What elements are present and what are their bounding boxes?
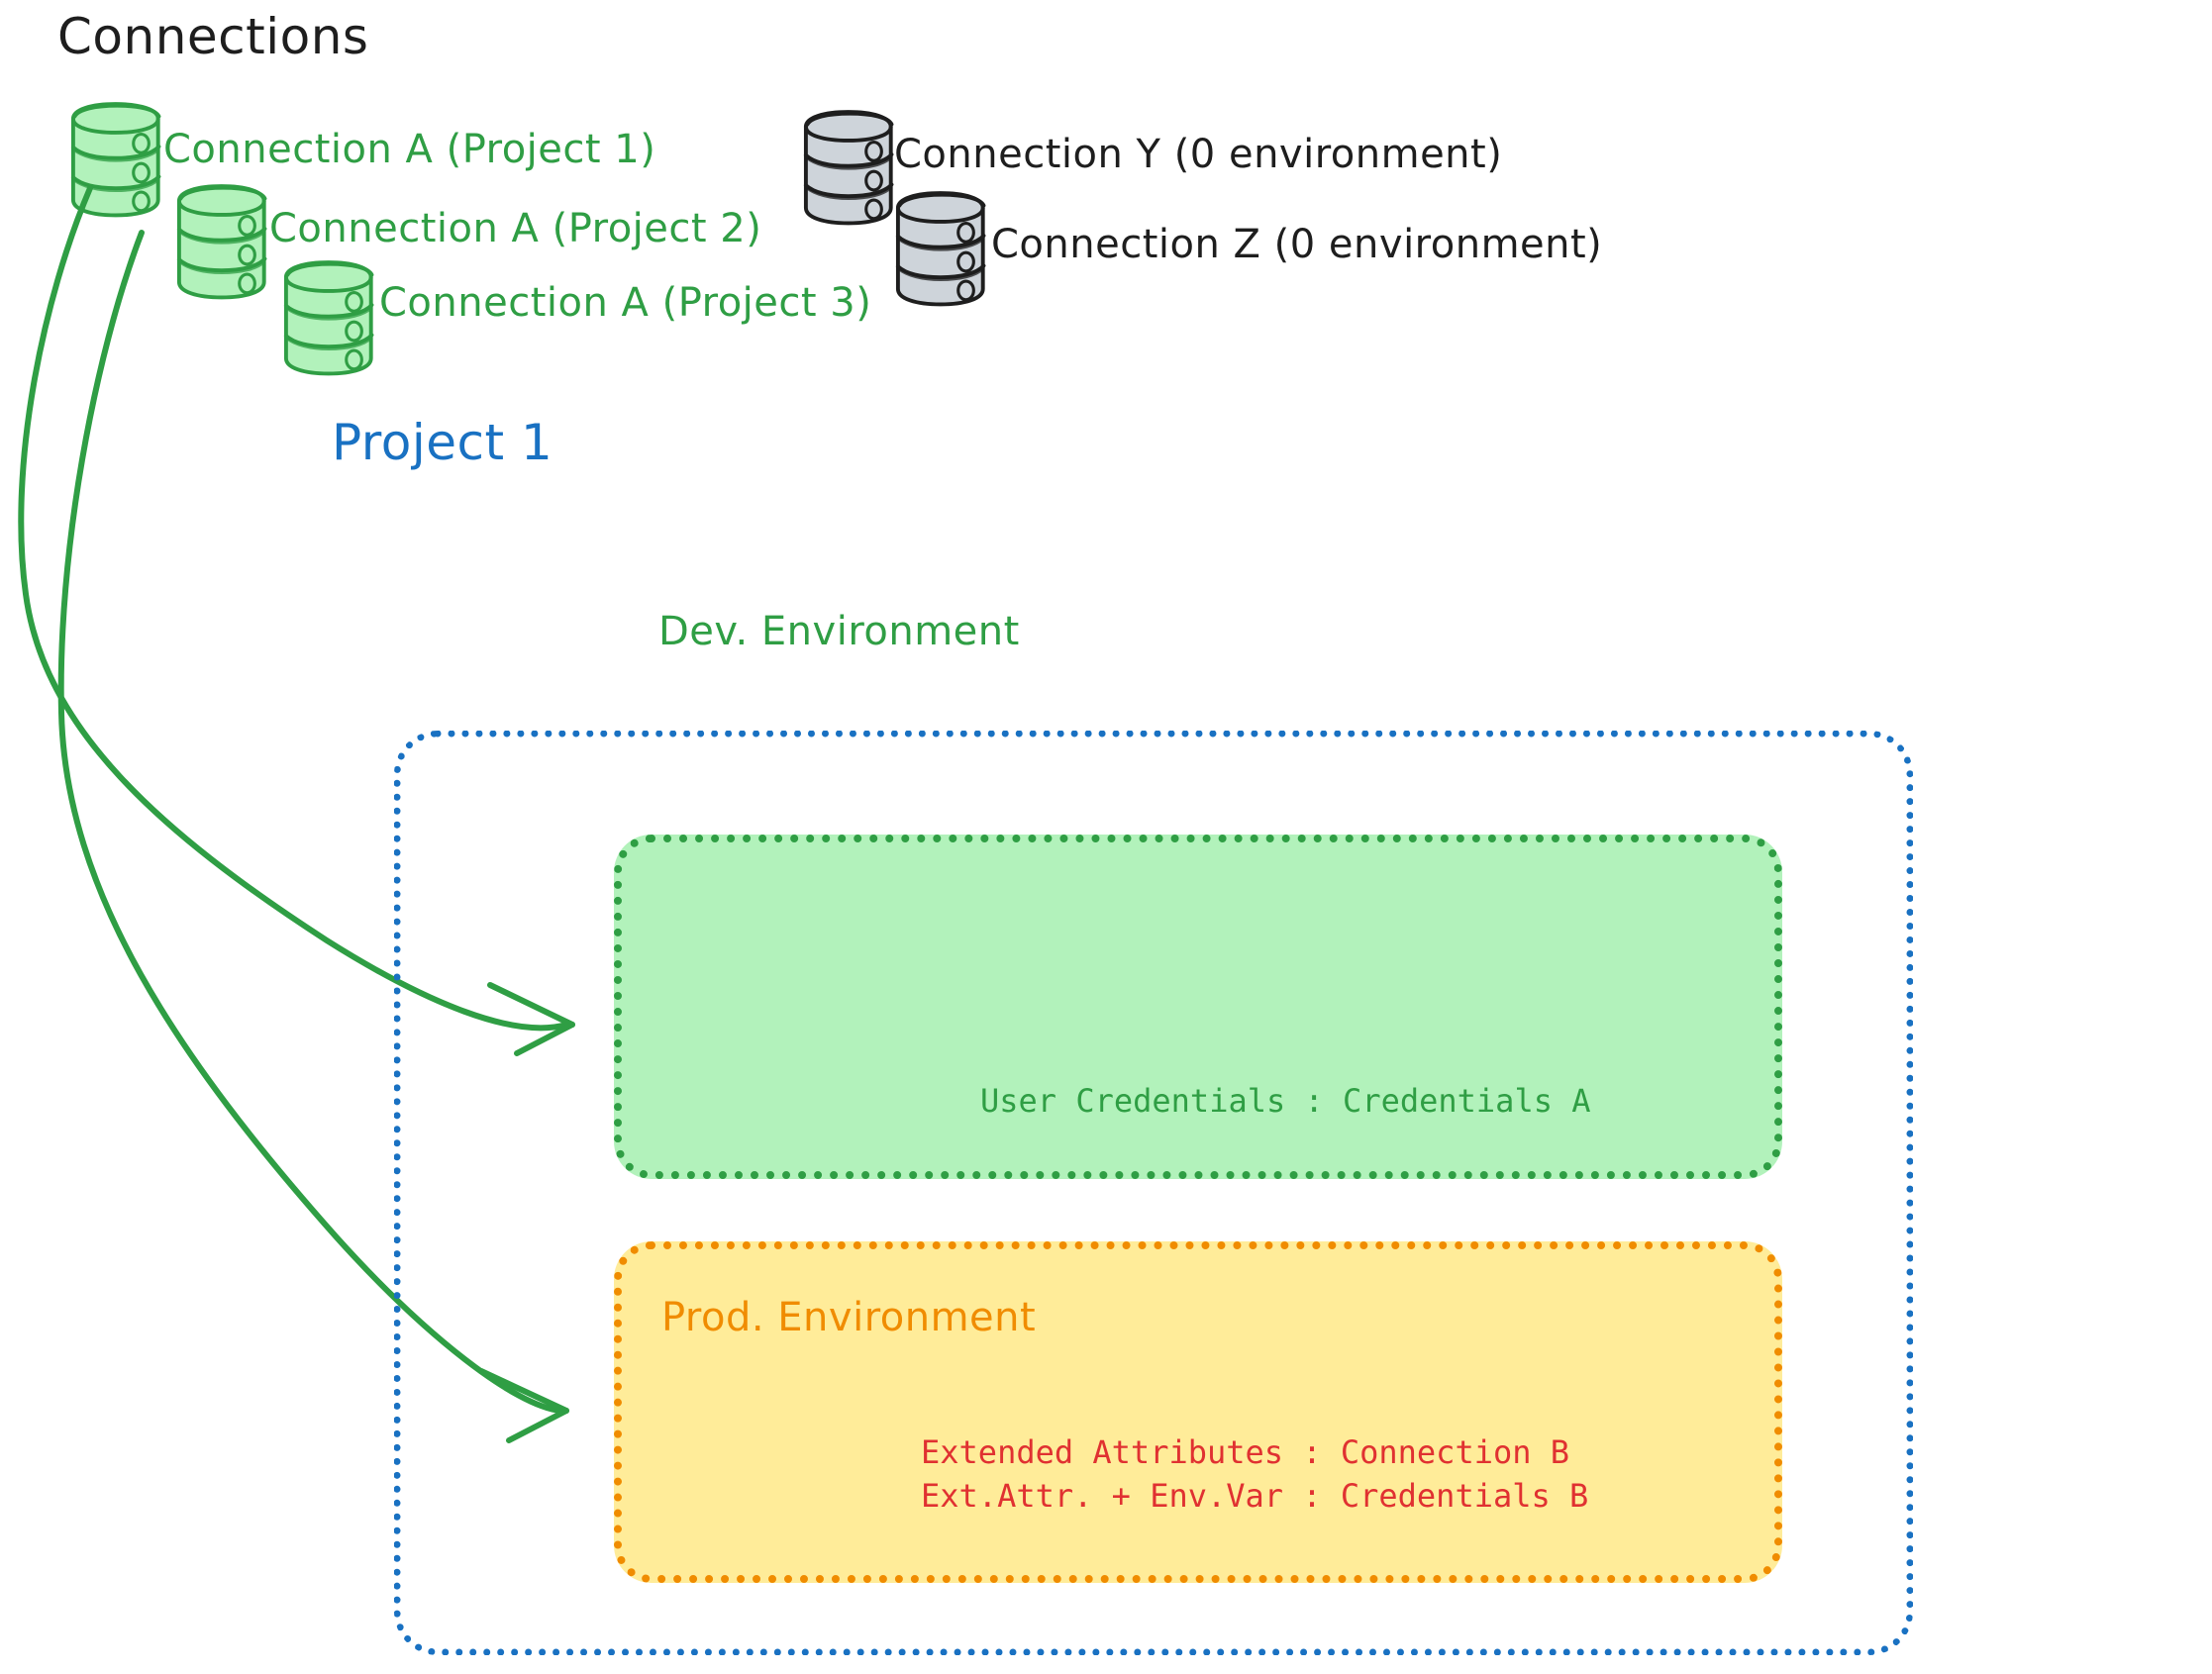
prod-environment-title: Prod. Environment bbox=[661, 1295, 1037, 1340]
label-connection-z: Connection Z (0 environment) bbox=[991, 222, 1603, 267]
connections-heading: Connections bbox=[57, 8, 369, 65]
prod-environment-box bbox=[614, 1241, 1782, 1583]
label-connection-a-project-2: Connection A (Project 2) bbox=[269, 206, 762, 251]
dev-environment-row-0: User Credentials : Credentials A bbox=[980, 1082, 1591, 1120]
dev-environment-title: Dev. Environment bbox=[658, 609, 1020, 654]
label-connection-y: Connection Y (0 environment) bbox=[894, 132, 1503, 177]
project-1-title: Project 1 bbox=[332, 414, 553, 471]
prod-environment-row-1: Ext.Attr. + Env.Var : Credentials B bbox=[921, 1477, 1589, 1515]
dev-environment-box bbox=[614, 835, 1782, 1179]
arrow-connection-a-to-prod bbox=[57, 230, 569, 1443]
prod-environment-row-0: Extended Attributes : Connection B bbox=[921, 1433, 1570, 1471]
label-connection-a-project-3: Connection A (Project 3) bbox=[379, 280, 872, 326]
arrow-connection-a-to-dev bbox=[18, 185, 575, 1056]
project-1-container bbox=[394, 731, 1913, 1655]
label-connection-a-project-1: Connection A (Project 1) bbox=[163, 127, 656, 172]
